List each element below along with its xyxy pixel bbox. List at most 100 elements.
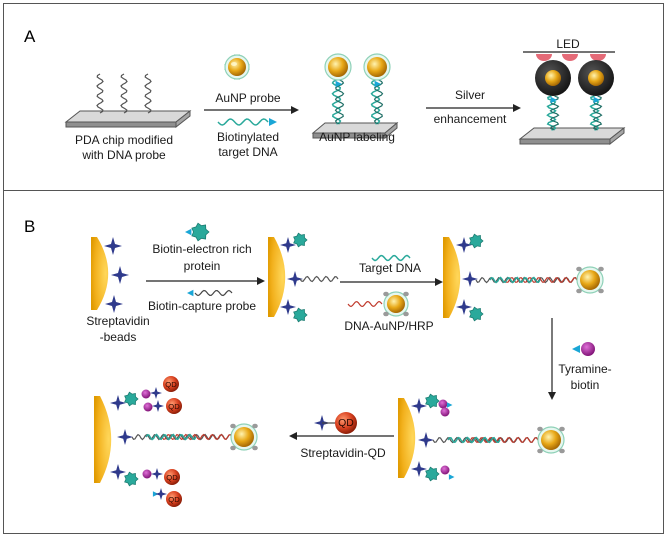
streptavidin-icon [456, 237, 472, 253]
capture-probe-strand [299, 275, 339, 283]
electron-rich-protein [191, 222, 210, 242]
streptavidin-qd-icon: QD [314, 412, 357, 434]
streptavidin-icon [104, 237, 122, 255]
biotin-marker [374, 80, 381, 88]
streptavidin-icon [411, 461, 427, 477]
reporter-strand [161, 433, 233, 441]
streptavidin-bead [443, 237, 461, 318]
double-helix-strand [334, 79, 345, 125]
quantum-dot [166, 398, 182, 414]
target-dna-strand [371, 254, 411, 262]
tyramine-ball [438, 399, 448, 409]
tyramine-ball [143, 402, 153, 412]
arrow-down-head [548, 392, 556, 400]
reporter-gold-particle [541, 430, 561, 450]
biotin-marker [187, 289, 194, 297]
panel-b-frame [3, 190, 664, 534]
streptavidin-icon [280, 299, 296, 315]
tyramine-amplified-stage [398, 393, 565, 482]
dna-probe-strand [120, 73, 128, 114]
dna-probe-strand [144, 73, 152, 114]
quantum-dot [163, 376, 179, 392]
hrp-dot [403, 311, 409, 317]
labeling-label: AuNP labeling [319, 130, 395, 144]
streptavidin-bead [91, 237, 109, 310]
target-label-line-2: target DNA [218, 145, 277, 159]
target-dna-strand [145, 433, 197, 441]
biotin-marker [572, 345, 580, 353]
arrow-a1-head [291, 106, 299, 114]
hrp-dot [252, 445, 258, 451]
chip-side [384, 121, 398, 140]
biotinylated-target-dna-icon [217, 118, 277, 126]
hrp-dot [598, 266, 604, 272]
biotin-marker [550, 96, 557, 104]
biotin-marker [335, 80, 342, 88]
arrow-left-head [289, 432, 297, 440]
gold-core [545, 70, 561, 86]
streptavidin-icon [117, 429, 133, 445]
arrow-b2-head [435, 278, 443, 286]
qd-text: QD [165, 380, 177, 389]
qd-text: QD [168, 402, 180, 411]
biotin-protein-label-1: Biotin-electron rich [152, 242, 251, 256]
hrp-dot [598, 288, 604, 294]
gold-core [588, 70, 604, 86]
hrp-dot [537, 448, 543, 454]
beads-label-line-2: -beads [100, 330, 137, 344]
capture-probe-bead-stage [268, 232, 339, 323]
enhanced-chip [518, 127, 626, 140]
target-dna-strand [489, 276, 541, 284]
hybrid-helix [331, 79, 342, 125]
strep-qd-label: Streptavidin-QD [300, 446, 386, 460]
bound-protein [425, 393, 440, 409]
aunp-labeled-chip [311, 53, 399, 140]
aunp-probe-particle [228, 58, 246, 76]
quantum-dot [335, 412, 357, 434]
bound-protein [425, 466, 440, 482]
tyramine-label-2: biotin [571, 378, 600, 392]
bound-protein [469, 306, 484, 322]
led-bump [562, 54, 578, 61]
streptavidin-bead-stage [91, 237, 129, 313]
streptavidin-icon [152, 400, 164, 412]
tyramine-biotin-icon [572, 342, 595, 356]
hrp-dot [230, 423, 236, 429]
tyramine-label-1: Tyramine- [558, 362, 611, 376]
streptavidin-icon [105, 295, 123, 313]
panel-a-frame [3, 3, 664, 191]
aunp-probe-label: AuNP probe [215, 91, 280, 105]
quantum-dot [164, 469, 180, 485]
led-bump [536, 54, 552, 61]
arrow-a2-head [513, 104, 521, 112]
led-bump [590, 54, 606, 61]
double-helix-strand [373, 79, 384, 125]
labeled-aunp [328, 57, 348, 77]
target-dna-strand [217, 118, 269, 126]
chip-label-line-2: with DNA probe [81, 148, 166, 162]
aunp-probe-icon [224, 54, 250, 80]
led-label: LED [556, 37, 580, 51]
biotin-protein-label-2: protein [184, 259, 221, 273]
hybrid-helix [370, 79, 381, 125]
tyramine-ball [141, 389, 151, 399]
biotin-marker [185, 228, 192, 236]
hrp-dot [559, 448, 565, 454]
quantum-dot [166, 491, 182, 507]
bound-protein [293, 232, 308, 248]
tyramine-ball [440, 465, 450, 475]
hrp-dot [403, 291, 409, 297]
bound-protein [124, 391, 139, 407]
hrp-dot [252, 423, 258, 429]
dna-probe-strand [96, 73, 104, 114]
streptavidin-bead [268, 237, 286, 317]
capture-probe-strand [475, 276, 578, 284]
capture-probe-strand [131, 433, 233, 441]
bound-protein [293, 307, 308, 323]
arrow-b1-head [257, 277, 265, 285]
reporter-strand [504, 277, 578, 283]
streptavidin-icon [418, 432, 434, 448]
silver-enhanced-chip [518, 54, 626, 146]
hrp-dot [383, 311, 389, 317]
